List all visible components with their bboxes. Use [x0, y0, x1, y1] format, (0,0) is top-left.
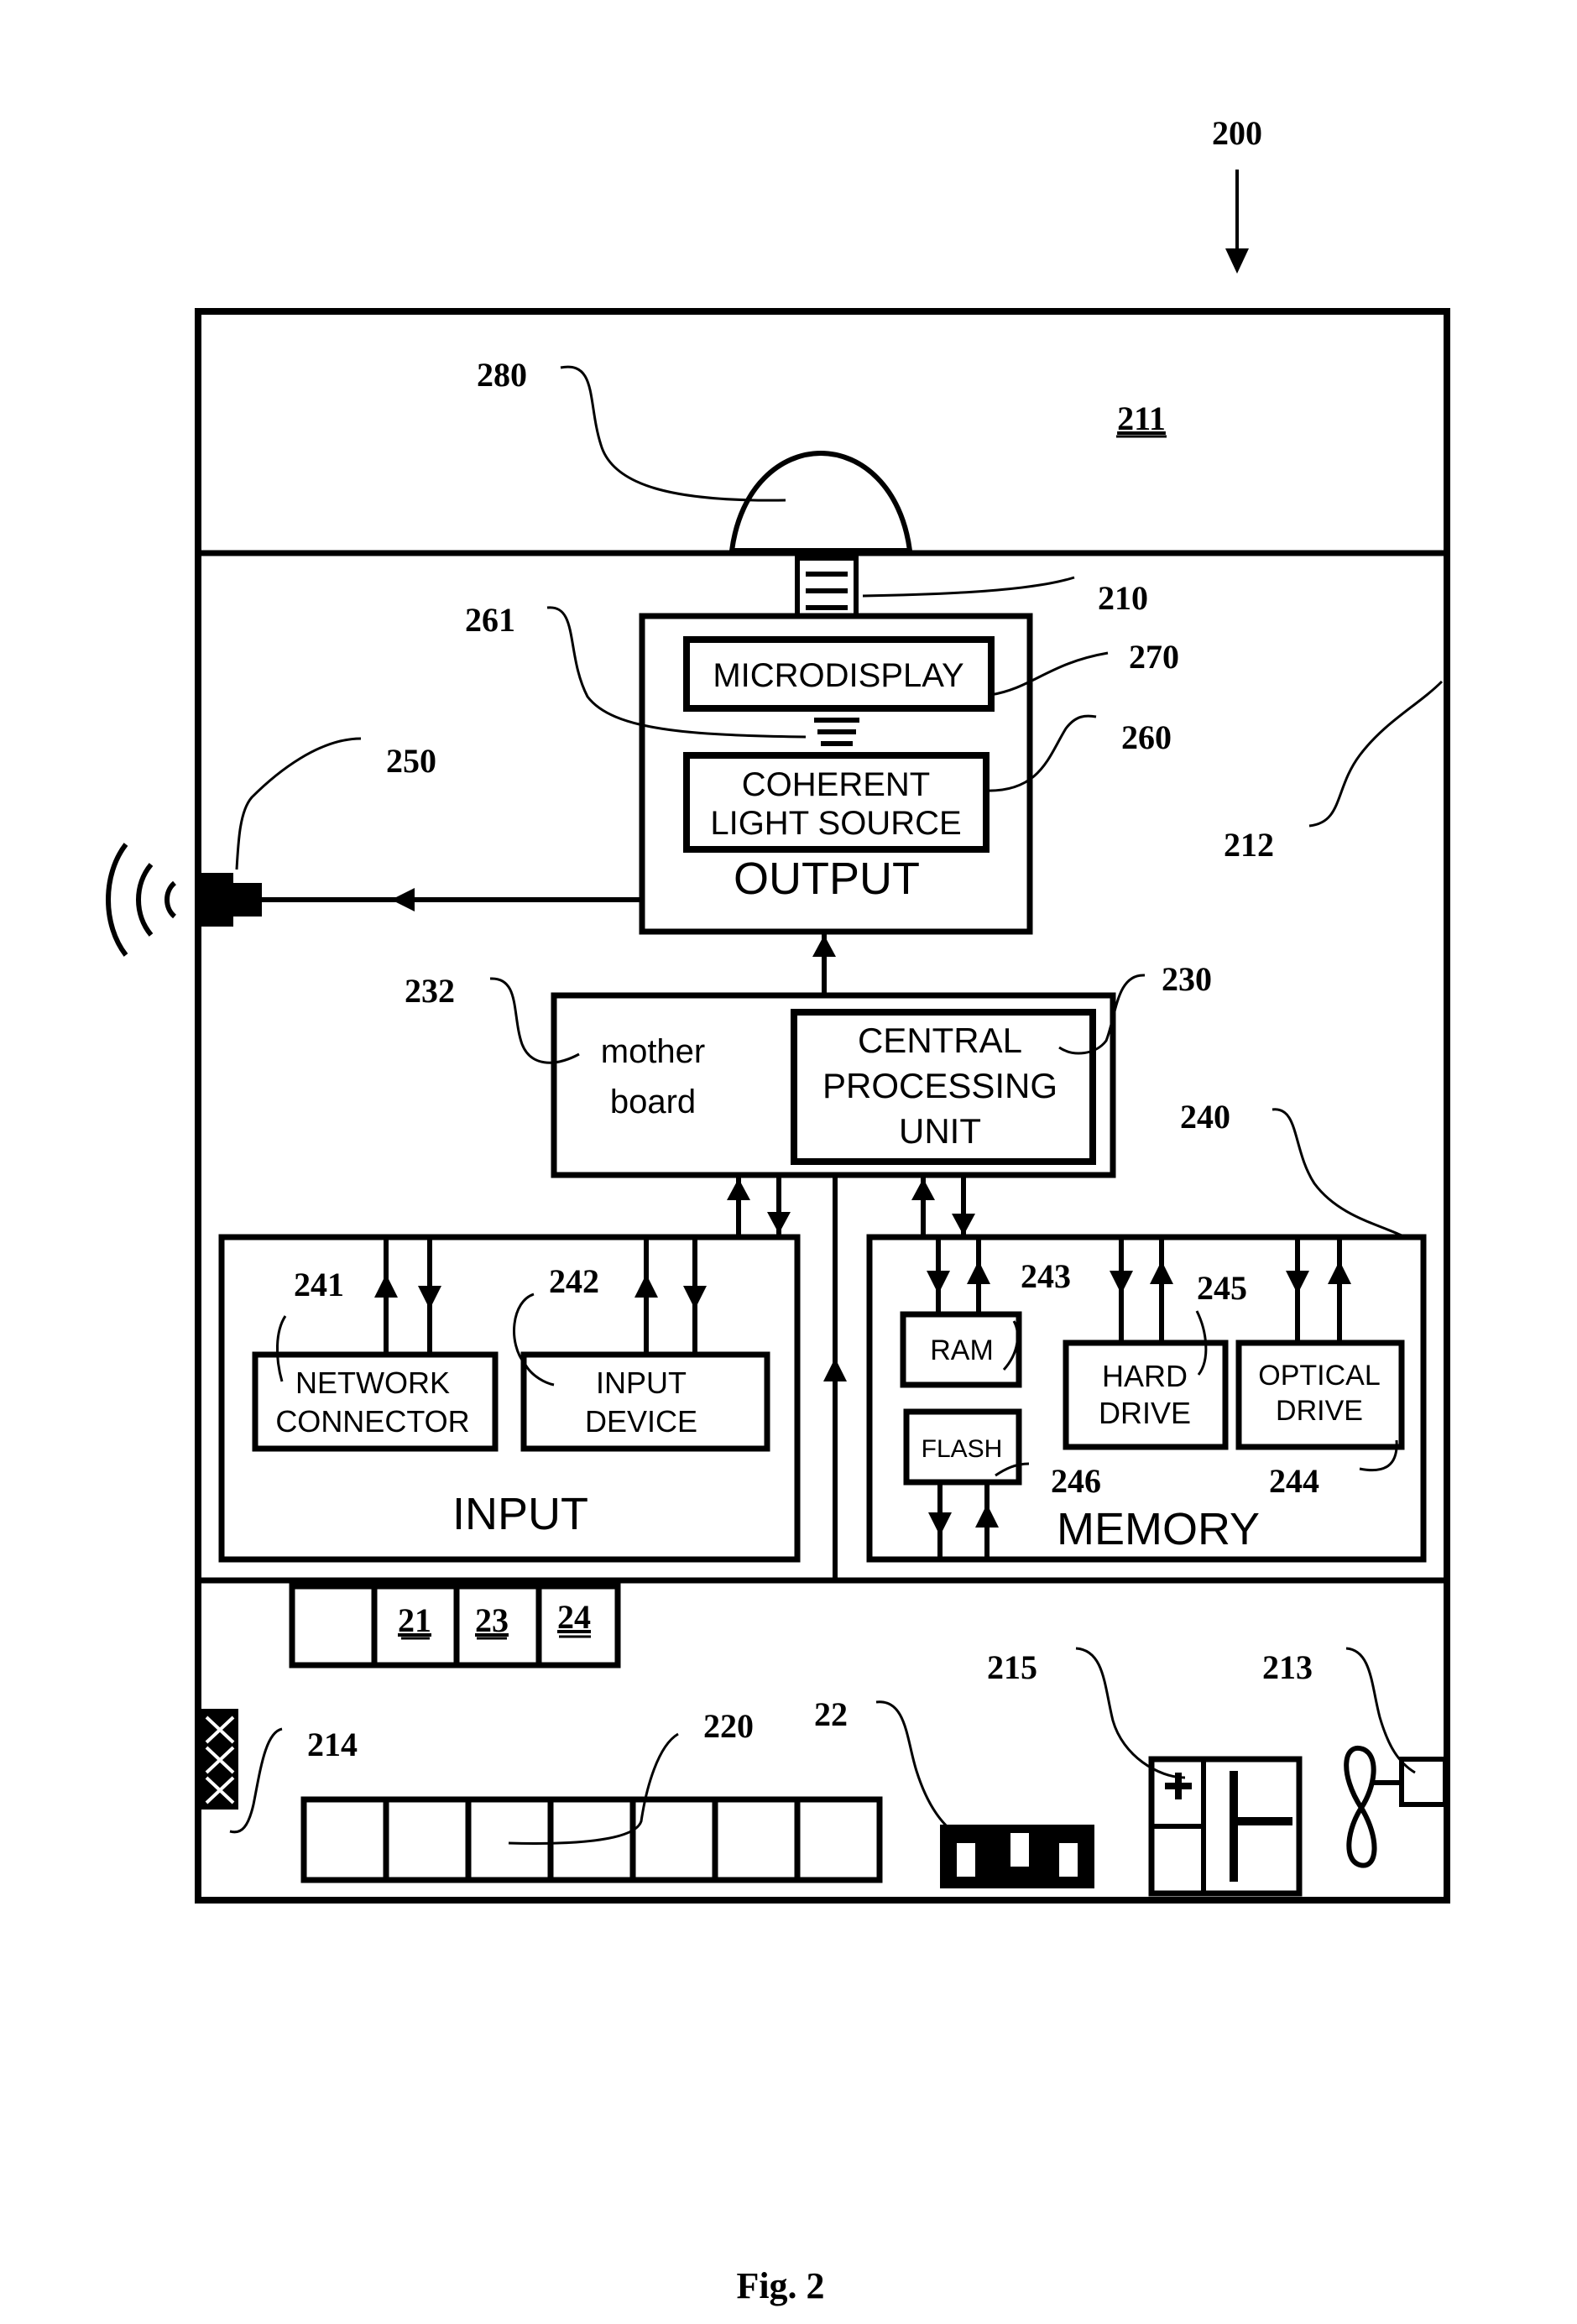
port-21-label: 21 — [398, 1601, 431, 1639]
network-connector-line2: CONNECTOR — [275, 1404, 469, 1439]
hard-drive-line2: DRIVE — [1099, 1396, 1191, 1430]
memory-ref-label: 240 — [1180, 1098, 1230, 1136]
light-source-line1: COHERENT — [742, 766, 930, 803]
bus-input-up-arrowhead — [727, 1178, 750, 1200]
input-device-line2: DEVICE — [585, 1404, 697, 1439]
port-23-label: 23 — [475, 1601, 509, 1639]
speaker-ref-label: 250 — [386, 742, 436, 780]
projector-ref-label: 280 — [477, 356, 527, 394]
region-212-label: 212 — [1224, 826, 1274, 864]
input-device-line1: INPUT — [596, 1366, 687, 1400]
microdisplay-ref-label: 270 — [1129, 638, 1179, 676]
connector-ref-label: 210 — [1098, 579, 1148, 617]
fan-icon — [1346, 1748, 1374, 1866]
projector-leader — [561, 367, 786, 500]
memory-label: MEMORY — [1057, 1504, 1260, 1554]
optical-drive-line2: DRIVE — [1276, 1395, 1363, 1427]
light-source-ref-label: 260 — [1121, 718, 1172, 756]
input-label: INPUT — [452, 1489, 588, 1539]
optical-drive-line1: OPTICAL — [1258, 1360, 1380, 1392]
connector-leader — [863, 577, 1074, 596]
hard-drive-ref-label: 245 — [1197, 1269, 1247, 1307]
output-label: OUTPUT — [734, 854, 920, 904]
grille-ref-label: 214 — [307, 1726, 358, 1763]
output-to-speaker-arrowhead — [391, 888, 415, 911]
power-bus-arrowhead — [823, 1358, 847, 1381]
fan-ref-label: 213 — [1262, 1648, 1313, 1686]
motherboard-line1: mother — [601, 1033, 706, 1070]
region-211-label: 211 — [1117, 400, 1166, 437]
battery-ref-label: 215 — [987, 1648, 1037, 1686]
light-source-line2: LIGHT SOURCE — [710, 805, 961, 842]
ram-label: RAM — [930, 1334, 994, 1366]
mirror-link-ref-label: 261 — [465, 601, 515, 639]
usb-port-slot — [957, 1843, 975, 1877]
cpu-to-output-arrowhead — [812, 935, 836, 957]
usb-port-leader — [876, 1702, 957, 1835]
usb-port-ref-label: 22 — [814, 1695, 848, 1733]
speaker-cone — [232, 883, 262, 917]
network-connector-ref-label: 241 — [294, 1266, 344, 1303]
microdisplay-label: MICRODISPLAY — [713, 657, 963, 694]
bus-memory-down-arrowhead — [952, 1214, 975, 1235]
figure-reference-arrowhead — [1225, 248, 1249, 274]
region-212-leader — [1309, 682, 1442, 826]
fan-housing — [1402, 1759, 1445, 1804]
speaker-body — [201, 873, 233, 927]
usb-port-slot — [1059, 1843, 1078, 1877]
keypad-ref-label: 220 — [703, 1707, 754, 1745]
input-device-ref-label: 242 — [549, 1262, 599, 1300]
hard-drive-line1: HARD — [1102, 1359, 1188, 1393]
usb-port-slot — [1010, 1833, 1029, 1867]
figure-caption: Fig. 2 — [736, 2265, 824, 2306]
cpu-line1: CENTRAL — [858, 1021, 1022, 1060]
memory-leader — [1272, 1110, 1402, 1235]
flash-label: FLASH — [922, 1435, 1003, 1463]
motherboard-line2: board — [610, 1084, 696, 1120]
optical-drive-ref-label: 244 — [1269, 1462, 1319, 1500]
network-connector-line1: NETWORK — [295, 1366, 450, 1400]
bus-input-down-arrowhead — [767, 1212, 791, 1234]
motherboard-ref-label: 232 — [405, 972, 455, 1010]
speaker-leader — [237, 739, 361, 870]
sound-wave — [108, 844, 126, 955]
ram-ref-label: 243 — [1021, 1257, 1071, 1295]
sound-wave — [167, 883, 175, 917]
port-24-label: 24 — [557, 1598, 591, 1636]
cpu-line3: UNIT — [899, 1111, 981, 1151]
flash-ref-label: 246 — [1051, 1462, 1101, 1500]
figure-reference-label: 200 — [1212, 114, 1262, 152]
cpu-ref-label: 230 — [1162, 960, 1212, 998]
cpu-line2: PROCESSING — [822, 1066, 1057, 1105]
bus-memory-up-arrowhead — [911, 1178, 935, 1200]
sound-wave — [138, 864, 151, 935]
projector-dome — [732, 453, 910, 551]
